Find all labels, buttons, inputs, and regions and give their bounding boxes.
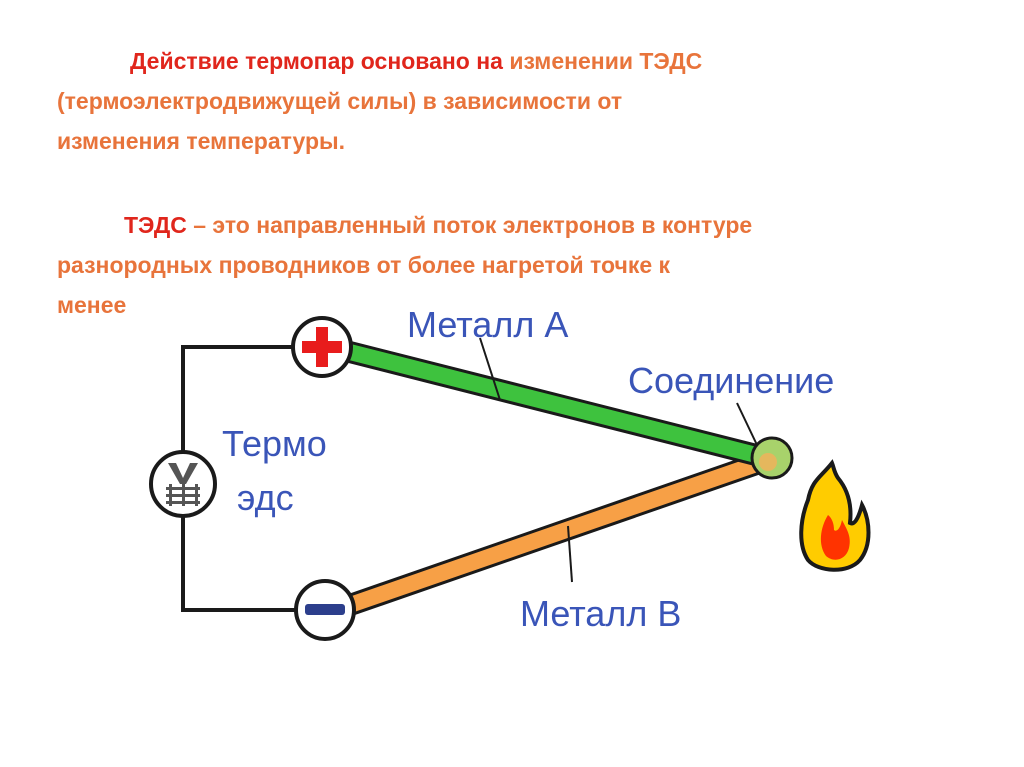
metal-a-label: Металл А (407, 304, 568, 345)
voltmeter-icon (149, 450, 217, 518)
paragraph2-term: ТЭДС (124, 212, 187, 238)
paragraph2-line1-rest: – это направленный поток электронов в ко… (193, 212, 753, 238)
paragraph1-line1: Действие термопар основано на изменении … (130, 48, 702, 75)
paragraph1-line3: изменения температуры. (57, 128, 346, 154)
metal-b-label: Металл В (520, 593, 681, 634)
emf-label-line1: Термо (222, 423, 327, 464)
minus-icon (294, 579, 356, 641)
flame-icon (799, 459, 871, 572)
paragraph1-line2: (термоэлектродвижущей силы) в зависимост… (57, 88, 623, 114)
paragraph2-line2: разнородных проводников от более нагрето… (57, 252, 671, 278)
metal-b-pointer (567, 525, 573, 583)
paragraph2-line1: ТЭДС – это направленный поток электронов… (124, 212, 752, 239)
emf-label-line2: эдс (237, 477, 294, 518)
wire-top (181, 345, 322, 452)
paragraph1-orange-part: изменении ТЭДС (509, 48, 703, 74)
junction-label: Соединение (628, 360, 834, 401)
junction-pointer (736, 402, 758, 446)
metal-a-wire (328, 339, 770, 466)
plus-icon (291, 316, 353, 378)
metal-b-wire (327, 452, 771, 620)
junction-glow (759, 453, 777, 471)
paragraph2-line3: менее (57, 292, 127, 318)
wire-bottom (181, 516, 320, 612)
paragraph1-red-part: Действие термопар основано на (130, 48, 503, 74)
metal-a-pointer (479, 337, 501, 401)
